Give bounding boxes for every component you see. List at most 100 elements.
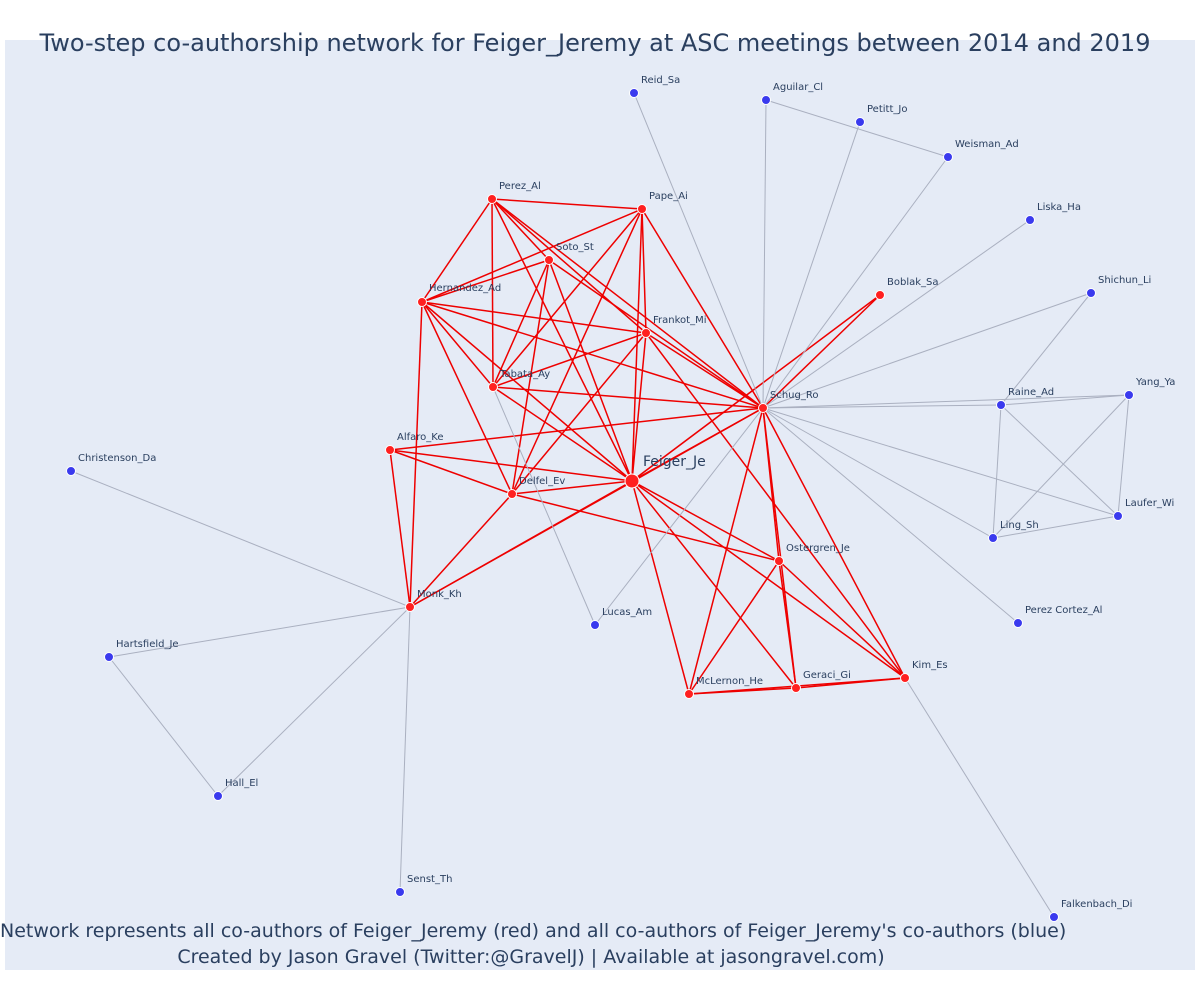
node-label-frankot-mi: Frankot_Mi (653, 315, 706, 326)
node-boblak-sa[interactable] (875, 290, 885, 300)
edge-feiger-je-geraci-gi (631, 480, 797, 689)
node-monk-kh[interactable] (405, 602, 415, 612)
edge-soto-st-hernandez-ad (421, 259, 550, 303)
edge-ling-sh-laufer-wi (992, 515, 1119, 539)
edge-kim-es-falkenbach-di (904, 677, 1055, 918)
edge-schug-ro-ling-sh (762, 407, 994, 539)
edge-ostergren-je-kim-es (778, 560, 906, 679)
node-soto-st[interactable] (544, 255, 554, 265)
edge-schug-ro-petitt-jo (762, 121, 861, 409)
node-liska-ha[interactable] (1025, 215, 1035, 225)
node-label-pape-ai: Pape_Ai (649, 191, 688, 202)
footer-line-1: Network represents all co-authors of Fei… (0, 920, 1067, 942)
node-falkenbach-di[interactable] (1049, 912, 1059, 922)
edge-schug-ro-reid-sa (633, 92, 764, 409)
edge-pape-ai-frankot-mi (641, 208, 647, 334)
node-mclernon-he[interactable] (684, 689, 694, 699)
node-weisman-ad[interactable] (943, 152, 953, 162)
node-petitt-jo[interactable] (855, 117, 865, 127)
edge-frankot-mi-delfel-ev (511, 332, 647, 495)
edge-raine-ad-laufer-wi (1000, 404, 1119, 517)
edge-schug-ro-liska-ha (762, 219, 1031, 409)
edge-alfaro-ke-delfel-ev (389, 449, 513, 495)
edge-feiger-je-kim-es (631, 480, 906, 679)
edge-delfel-ev-ostergren-je (511, 493, 780, 562)
edge-soto-st-schug-ro (548, 259, 764, 409)
node-lucas-am[interactable] (590, 620, 600, 630)
edge-feiger-je-ostergren-je (631, 480, 780, 562)
edge-soto-st-delfel-ev (511, 259, 550, 495)
node-frankot-mi[interactable] (641, 328, 651, 338)
node-shichun-li[interactable] (1086, 288, 1096, 298)
node-label-petitt-jo: Petitt_Jo (867, 104, 907, 115)
node-label-christenson-da: Christenson_Da (78, 453, 156, 464)
node-reid-sa[interactable] (629, 88, 639, 98)
node-label-soto-st: Soto_St (556, 242, 594, 253)
edge-feiger-je-mclernon-he (631, 480, 690, 695)
edge-schug-ro-perez-cortez-al (762, 407, 1019, 624)
edge-schug-ro-lucas-am (594, 407, 764, 626)
edge-hernandez-ad-frankot-mi (421, 301, 647, 334)
edge-alfaro-ke-monk-kh (389, 449, 411, 608)
edge-feiger-je-boblak-sa (631, 294, 881, 482)
node-laufer-wi[interactable] (1113, 511, 1123, 521)
edge-perez-al-hernandez-ad (421, 198, 493, 303)
footer-line-2: Created by Jason Gravel (Twitter:@Gravel… (177, 946, 885, 968)
edge-geraci-gi-kim-es (795, 677, 906, 689)
node-aguilar-cl[interactable] (761, 95, 771, 105)
node-perez-al[interactable] (487, 194, 497, 204)
edge-feiger-je-delfel-ev (511, 480, 633, 495)
node-hartsfield-je[interactable] (104, 652, 114, 662)
edge-feiger-je-pape-ai (631, 208, 643, 482)
node-hall-el[interactable] (213, 791, 223, 801)
node-label-falkenbach-di: Falkenbach_Di (1061, 899, 1132, 910)
node-kim-es[interactable] (900, 673, 910, 683)
node-label-hernandez-ad: Hernandez_Ad (429, 283, 501, 294)
node-yang-ya[interactable] (1124, 390, 1134, 400)
node-label-lucas-am: Lucas_Am (602, 607, 652, 618)
node-label-delfel-ev: Delfel_Ev (519, 476, 565, 487)
node-label-perez-al: Perez_Al (499, 181, 541, 192)
footer-annotation: Network represents all co-authors of Fei… (0, 918, 1067, 970)
node-label-ling-sh: Ling_Sh (1000, 520, 1039, 531)
node-geraci-gi[interactable] (791, 683, 801, 693)
edge-delfel-ev-monk-kh (409, 493, 513, 608)
edge-alfaro-ke-schug-ro (389, 407, 764, 451)
edge-schug-ro-mclernon-he (688, 407, 764, 695)
plot-background (5, 40, 1195, 970)
edge-frankot-mi-tabata-ay (492, 332, 647, 388)
edge-schug-ro-laufer-wi (762, 407, 1119, 517)
node-label-ostergren-je: Ostergren_Je (786, 543, 850, 554)
edge-monk-kh-hall-el (217, 606, 411, 797)
node-alfaro-ke[interactable] (385, 445, 395, 455)
node-label-feiger-je: Feiger_Je (643, 454, 706, 470)
node-ostergren-je[interactable] (774, 556, 784, 566)
node-feiger-je[interactable] (624, 473, 640, 489)
edge-raine-ad-shichun-li (1000, 292, 1092, 406)
node-pape-ai[interactable] (637, 204, 647, 214)
edge-tabata-ay-schug-ro (492, 386, 764, 409)
node-senst-th[interactable] (395, 887, 405, 897)
node-label-boblak-sa: Boblak_Sa (887, 277, 939, 288)
edge-hernandez-ad-tabata-ay (421, 301, 494, 388)
edge-monk-kh-schug-ro (409, 407, 764, 608)
edge-ostergren-je-geraci-gi (778, 560, 797, 689)
node-hernandez-ad[interactable] (417, 297, 427, 307)
node-perez-cortez-al[interactable] (1013, 618, 1023, 628)
node-schug-ro[interactable] (758, 403, 768, 413)
node-label-raine-ad: Raine_Ad (1008, 387, 1054, 398)
edge-feiger-je-alfaro-ke (389, 449, 633, 482)
edge-perez-al-soto-st (491, 198, 550, 261)
node-tabata-ay[interactable] (488, 382, 498, 392)
edge-hernandez-ad-schug-ro (421, 301, 764, 409)
node-ling-sh[interactable] (988, 533, 998, 543)
edge-feiger-je-frankot-mi (631, 332, 647, 482)
node-delfel-ev[interactable] (507, 489, 517, 499)
node-raine-ad[interactable] (996, 400, 1006, 410)
edge-frankot-mi-kim-es (645, 332, 906, 679)
edge-feiger-je-hernandez-ad (421, 301, 633, 482)
node-christenson-da[interactable] (66, 466, 76, 476)
node-label-geraci-gi: Geraci_Gi (803, 670, 851, 681)
edge-yang-ya-laufer-wi (1117, 394, 1130, 517)
edge-schug-ro-yang-ya (762, 394, 1130, 409)
